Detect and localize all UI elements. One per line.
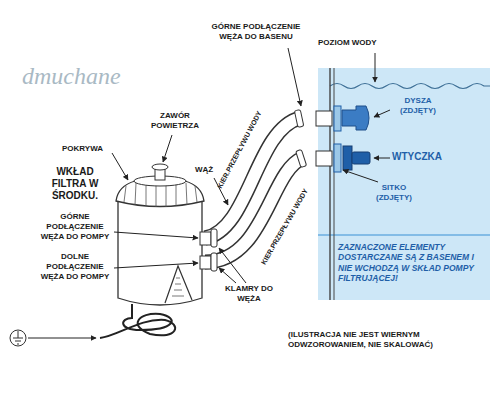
part-label: WĄŻ — [195, 165, 219, 175]
vent-slots — [172, 278, 184, 296]
hose-clamp — [211, 229, 217, 247]
part-label: DYSZA (ZDJĘTY) — [392, 96, 444, 116]
pump-vent-panel — [165, 266, 192, 303]
part-label: WKŁAD FILTRA W ŚRODKU. — [38, 166, 112, 203]
note-text: ZAZNACZONE ELEMENTY DOSTARCZANE SĄ Z BAS… — [338, 242, 488, 283]
lower-pump-port — [200, 256, 211, 269]
pool-liner — [334, 68, 335, 300]
air-valve — [152, 164, 168, 170]
ground-lines — [13, 331, 23, 344]
power-cord — [100, 304, 175, 338]
ground-symbol — [10, 330, 26, 346]
watermark: dmuchane — [22, 62, 162, 91]
hose-clamp — [211, 253, 217, 271]
pool-wall — [329, 68, 330, 300]
hose-clamp — [294, 110, 303, 128]
plug-body — [343, 146, 352, 170]
flow-direction-label: KIER.PRZEPŁYWU WODY — [260, 187, 311, 266]
upper-pump-port — [200, 232, 211, 245]
strainer — [334, 144, 341, 172]
part-label: GÓRNE PODŁĄCZENIE WĘŻA DO BASENU — [205, 22, 307, 42]
disclaimer-note: (ILUSTRACJA NIE JEST WIERNYM ODWZOROWANI… — [288, 330, 492, 350]
pump-housing — [118, 200, 202, 305]
pool-outlet-fitting — [316, 151, 332, 166]
fitting-flange — [334, 106, 341, 131]
water-level-line — [330, 84, 490, 89]
part-label: GÓRNE PODŁĄCZENIE WĘŻA DO POMPY — [38, 212, 112, 241]
pool-inlet-fitting — [316, 111, 332, 126]
part-label: POKRYWA — [62, 144, 114, 154]
hose-clamp — [296, 149, 307, 167]
part-label: KLAMRY DO WĘŻA — [224, 284, 274, 304]
pool-water — [318, 68, 490, 300]
part-label: POZIOM WODY — [318, 38, 398, 48]
hose-outline — [205, 158, 303, 262]
part-label: WTYCZKA — [392, 151, 458, 163]
note-separator — [318, 234, 490, 236]
part-label: DOLNE PODŁĄCZENIE WĘŻA DO POMPY — [38, 252, 112, 281]
lower-hose — [205, 158, 303, 262]
part-label: ZAWÓR POWIETRZA — [144, 111, 206, 131]
leader-lines — [28, 48, 390, 338]
nozzle — [342, 106, 369, 130]
part-label: SITKO (ZDJĘTY) — [372, 183, 416, 203]
plug-knob — [352, 152, 370, 164]
flow-direction-label: KIER.PRZEPŁYWU WODY — [216, 110, 264, 190]
